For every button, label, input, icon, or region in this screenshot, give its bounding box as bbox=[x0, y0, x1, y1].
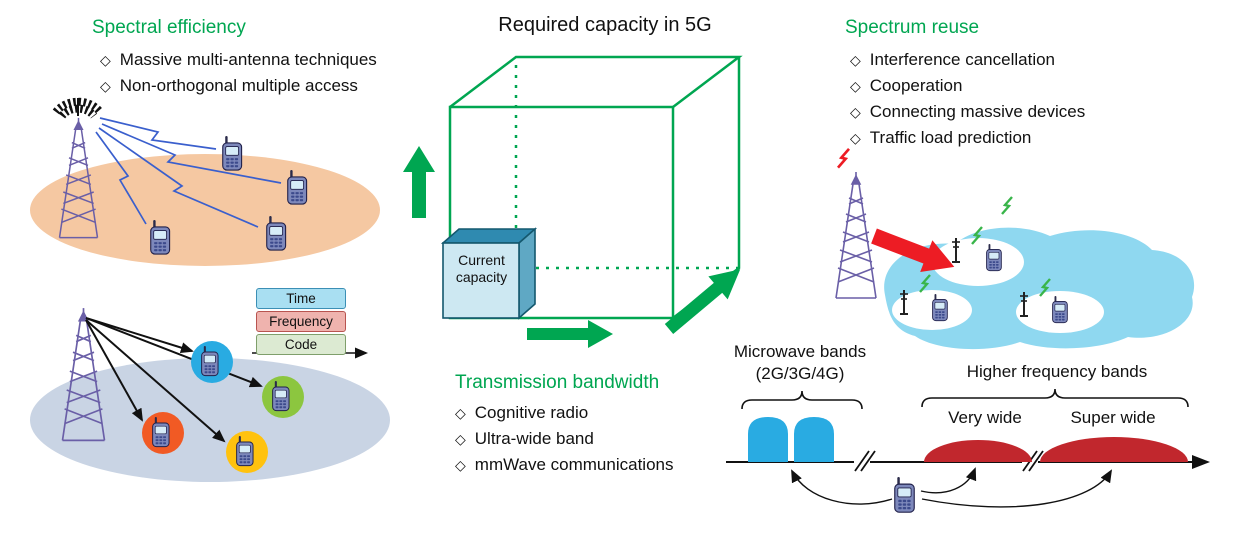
list-item-label: mmWave communications bbox=[474, 455, 674, 474]
mobile-phone-icon bbox=[894, 476, 915, 513]
diamond-icon: ◇ bbox=[850, 130, 861, 146]
list-item: ◇ Ultra-wide band bbox=[455, 426, 673, 452]
red-lightning-icon bbox=[836, 147, 851, 169]
capacity-growth-arrows bbox=[403, 146, 741, 348]
radio-beam-lines bbox=[95, 117, 282, 228]
list-item-label: Interference cancellation bbox=[869, 50, 1056, 69]
current-capacity-cube bbox=[440, 227, 538, 320]
band-access-arrows bbox=[791, 467, 1113, 508]
microwave-band-shape bbox=[748, 417, 788, 462]
microwave-bands-label: Microwave bands (2G/3G/4G) bbox=[715, 341, 885, 385]
list-item-label: Traffic load prediction bbox=[869, 128, 1032, 147]
legend-time-box: Time bbox=[256, 288, 346, 309]
multiplexing-legend: Time Frequency Code bbox=[256, 288, 346, 357]
very-wide-label: Very wide bbox=[948, 408, 1022, 427]
growth-arrow-up bbox=[403, 146, 435, 218]
list-item-label: Non-orthogonal multiple access bbox=[119, 76, 358, 95]
coverage-ellipse bbox=[30, 154, 380, 266]
massive-antenna-array-icon bbox=[52, 97, 104, 119]
list-item-label: Massive multi-antenna techniques bbox=[119, 50, 377, 69]
list-item: ◇ Massive multi-antenna techniques bbox=[100, 47, 377, 73]
list-item: ◇ Traffic load prediction bbox=[850, 125, 1085, 151]
diamond-icon: ◇ bbox=[850, 52, 861, 68]
small-cell-hole bbox=[892, 290, 972, 330]
legend-frequency-box: Frequency bbox=[256, 311, 346, 332]
spectral-efficiency-scene bbox=[30, 97, 380, 266]
axis-break-icon bbox=[854, 450, 876, 472]
microwave-band-shape bbox=[794, 417, 834, 462]
required-capacity-title: Required capacity in 5G bbox=[498, 14, 712, 36]
higher-frequency-bands-label: Higher frequency bands bbox=[966, 362, 1148, 381]
spectrum-reuse-list: ◇ Interference cancellation ◇ Cooperatio… bbox=[850, 47, 1085, 151]
list-item-label: Cooperation bbox=[869, 76, 963, 95]
offload-arrow-red bbox=[871, 228, 955, 272]
diamond-icon: ◇ bbox=[455, 457, 466, 473]
spectral-efficiency-title: Spectral efficiency bbox=[92, 17, 246, 38]
list-item: ◇ mmWave communications bbox=[455, 452, 673, 478]
list-item: ◇ Cognitive radio bbox=[455, 400, 673, 426]
axis-arrowhead bbox=[1192, 455, 1210, 469]
super-wide-label: Super wide bbox=[1070, 408, 1156, 427]
current-capacity-label: Current capacity bbox=[444, 252, 519, 286]
growth-arrow-right bbox=[527, 320, 613, 348]
spectral-efficiency-list: ◇ Massive multi-antenna techniques ◇ Non… bbox=[100, 47, 377, 99]
diamond-icon: ◇ bbox=[100, 78, 111, 94]
mobile-phone-icon bbox=[222, 135, 243, 171]
list-item-label: Connecting massive devices bbox=[869, 102, 1086, 121]
spectrum-reuse-title: Spectrum reuse bbox=[845, 17, 980, 38]
list-item: ◇ Non-orthogonal multiple access bbox=[100, 73, 377, 99]
diamond-icon: ◇ bbox=[100, 52, 111, 68]
very-wide-band-shape bbox=[924, 440, 1032, 462]
downlink-arrows bbox=[85, 317, 263, 443]
list-item-label: Ultra-wide band bbox=[474, 429, 594, 448]
microwave-brace bbox=[741, 390, 863, 410]
green-lightning-icon bbox=[1000, 195, 1014, 216]
diamond-icon: ◇ bbox=[850, 104, 861, 120]
microwave-bands-line1: Microwave bands bbox=[733, 342, 867, 361]
transmission-bandwidth-title: Transmission bandwidth bbox=[455, 372, 660, 393]
list-item: ◇ Interference cancellation bbox=[850, 47, 1085, 73]
transmission-bandwidth-list: ◇ Cognitive radio ◇ Ultra-wide band ◇ mm… bbox=[455, 400, 673, 478]
diamond-icon: ◇ bbox=[455, 405, 466, 421]
list-item: ◇ Cooperation bbox=[850, 73, 1085, 99]
diamond-icon: ◇ bbox=[850, 78, 861, 94]
microwave-bands-line2: (2G/3G/4G) bbox=[755, 364, 845, 383]
list-item-label: Cognitive radio bbox=[474, 403, 589, 422]
list-item: ◇ Connecting massive devices bbox=[850, 99, 1085, 125]
current-capacity-line1: Current bbox=[458, 252, 505, 268]
multiple-access-scene bbox=[30, 307, 390, 482]
cell-tower-icon bbox=[835, 171, 877, 299]
frequency-axis-scene bbox=[726, 388, 1210, 513]
growth-arrow-diagonal bbox=[664, 269, 741, 334]
spectrum-reuse-scene bbox=[835, 147, 1195, 350]
super-wide-band-shape bbox=[1040, 437, 1188, 462]
legend-code-box: Code bbox=[256, 334, 346, 355]
current-capacity-line2: capacity bbox=[455, 269, 508, 285]
higher-band-brace bbox=[921, 388, 1189, 408]
diamond-icon: ◇ bbox=[455, 431, 466, 447]
